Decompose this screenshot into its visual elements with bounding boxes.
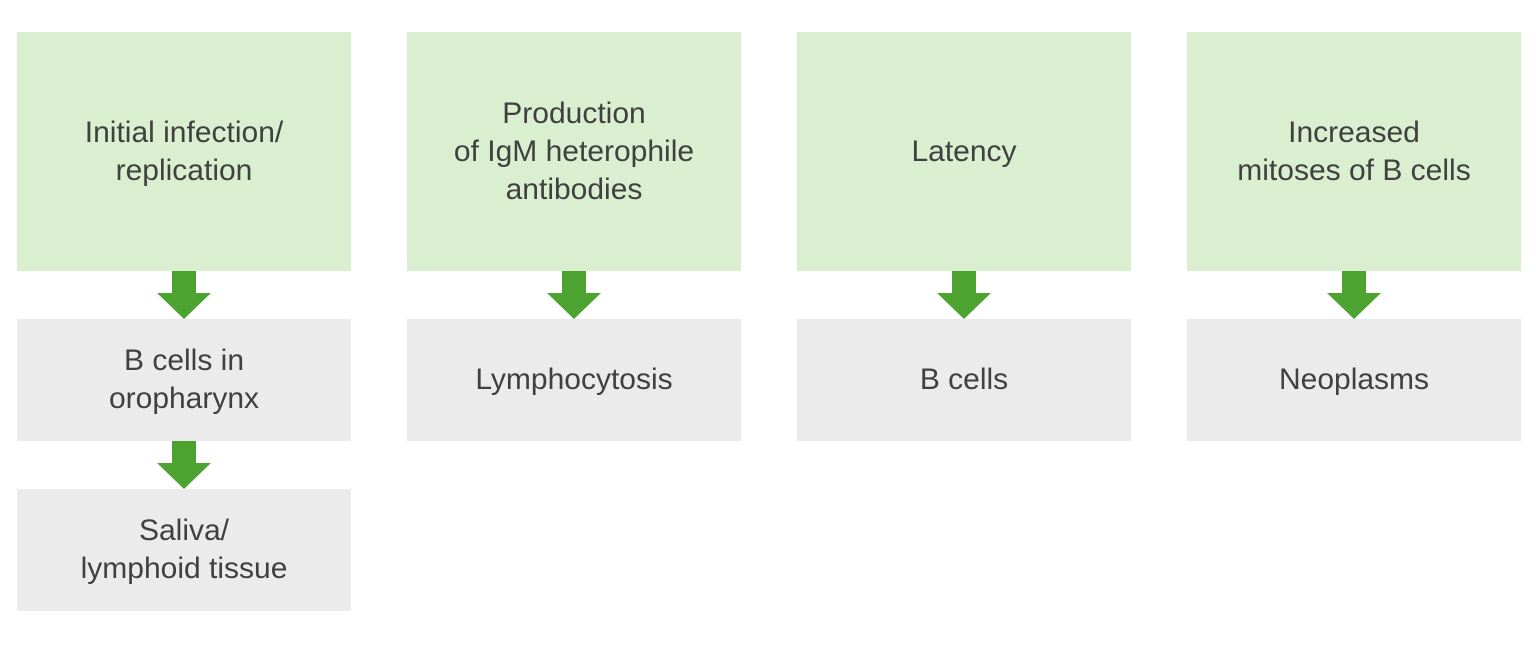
stage-label: Neoplasms <box>1278 363 1430 396</box>
stage-label: Latency <box>911 134 1017 168</box>
stage-box-initial-infection: Initial infection/ replication <box>17 32 351 271</box>
down-arrow-icon <box>17 271 351 319</box>
stage-box-b-cells-oropharynx: B cells in oropharynx <box>17 319 351 441</box>
stage-box-increased-mitoses: Increased mitoses of B cells <box>1187 32 1521 271</box>
down-arrow-icon <box>407 271 741 319</box>
stage-box-lymphocytosis: Lymphocytosis <box>407 319 741 441</box>
stage-label: B cells <box>919 363 1009 396</box>
down-arrow-icon <box>1187 271 1521 319</box>
stage-label: Saliva/ lymphoid tissue <box>80 514 288 585</box>
stage-box-saliva-lymphoid-tissue: Saliva/ lymphoid tissue <box>17 489 351 611</box>
flow-column-antibody-production: Production of IgM heterophile antibodies… <box>407 32 741 441</box>
down-arrow-icon <box>797 271 1131 319</box>
stage-label: Initial infection/ replication <box>84 115 284 187</box>
stage-box-neoplasms: Neoplasms <box>1187 319 1521 441</box>
stage-box-latency: Latency <box>797 32 1131 271</box>
stage-label: Lymphocytosis <box>475 363 673 396</box>
flow-column-latency: Latency B cells <box>797 32 1131 441</box>
stage-label: Increased mitoses of B cells <box>1237 115 1471 187</box>
stage-label: B cells in oropharynx <box>108 344 260 415</box>
flow-column-increased-mitoses: Increased mitoses of B cells Neoplasms <box>1187 32 1521 441</box>
stage-box-igm-production: Production of IgM heterophile antibodies <box>407 32 741 271</box>
flow-column-initial-infection: Initial infection/ replication B cells i… <box>17 32 351 611</box>
stage-label: Production of IgM heterophile antibodies <box>453 96 695 206</box>
stage-box-b-cells: B cells <box>797 319 1131 441</box>
down-arrow-icon <box>17 441 351 489</box>
